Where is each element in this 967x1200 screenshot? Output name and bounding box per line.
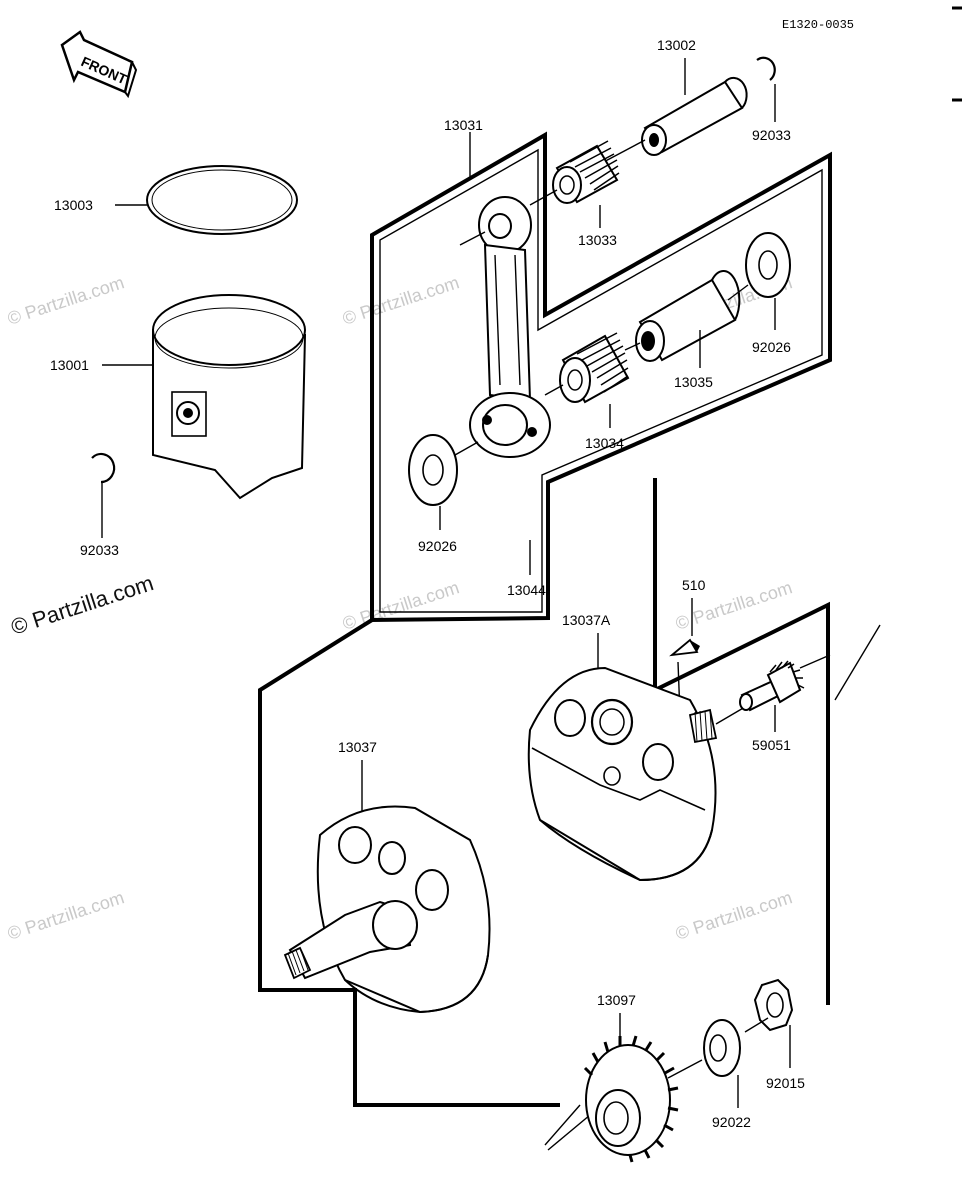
part-label-13001: 13001 <box>50 357 89 373</box>
circlip-left <box>91 452 116 484</box>
woodruff-key <box>669 638 700 657</box>
crank-flywheel-right <box>527 666 718 882</box>
primary-gear <box>583 1035 679 1163</box>
part-label-13044: 13044 <box>507 582 546 598</box>
part-label-510: 510 <box>682 577 706 593</box>
watermark: © Partzilla.com <box>673 887 795 944</box>
thrust-washer-right <box>745 232 791 298</box>
part-label-92033-left: 92033 <box>80 542 119 558</box>
axis-line <box>624 342 641 351</box>
part-label-13034: 13034 <box>585 435 624 451</box>
piston <box>152 294 307 500</box>
axis-line <box>715 706 746 725</box>
part-label-13035: 13035 <box>674 374 713 390</box>
crank-flywheel-left <box>283 805 491 1014</box>
part-label-92026-right: 92026 <box>752 339 791 355</box>
part-label-13037: 13037 <box>338 739 377 755</box>
thrust-washer-left <box>408 434 458 506</box>
watermark: © Partzilla.com <box>340 272 462 329</box>
part-label-13031: 13031 <box>444 117 483 133</box>
crank-group-outline <box>258 478 830 1107</box>
part-label-13003: 13003 <box>54 197 93 213</box>
washer <box>703 1019 741 1077</box>
part-label-92026-left: 92026 <box>418 538 457 554</box>
conrod-group-outline <box>370 131 832 623</box>
part-label-13033: 13033 <box>578 232 617 248</box>
axis-line <box>744 1017 769 1033</box>
part-label-13037A: 13037A <box>562 612 611 628</box>
part-label-59051: 59051 <box>752 737 791 753</box>
piston-pin <box>641 76 748 156</box>
circlip-top <box>756 56 776 81</box>
axis-line <box>459 231 486 246</box>
pump-drive-gear <box>739 660 805 712</box>
axis-line <box>799 654 831 669</box>
part-label-92033-top: 92033 <box>752 127 791 143</box>
pointer-line <box>834 624 881 701</box>
watermark: © Partzilla.com <box>5 887 127 944</box>
pointer-line <box>544 1104 581 1146</box>
watermark: © Partzilla.com <box>5 272 127 329</box>
axis-line <box>544 384 564 396</box>
part-label-92022: 92022 <box>712 1114 751 1130</box>
part-label-13097: 13097 <box>597 992 636 1008</box>
part-label-92015: 92015 <box>766 1075 805 1091</box>
pointer-line <box>547 1114 591 1151</box>
axis-line <box>454 441 479 456</box>
hex-nut <box>753 978 794 1032</box>
watermark: © Partzilla.com <box>340 577 462 634</box>
diagram-code: E1320-0035 <box>782 18 854 32</box>
front-arrow-icon: FRONT <box>60 30 138 99</box>
watermark-dark: © Partzilla.com <box>8 570 157 640</box>
axis-line <box>667 1059 703 1079</box>
axis-line <box>727 284 749 301</box>
piston-ring <box>146 165 298 235</box>
crank-pin <box>635 269 741 362</box>
big-end-bearing <box>559 332 630 404</box>
connecting-rod <box>469 196 551 458</box>
part-label-13002: 13002 <box>657 37 696 53</box>
axis-line <box>529 189 558 206</box>
small-end-bearing <box>552 140 620 204</box>
